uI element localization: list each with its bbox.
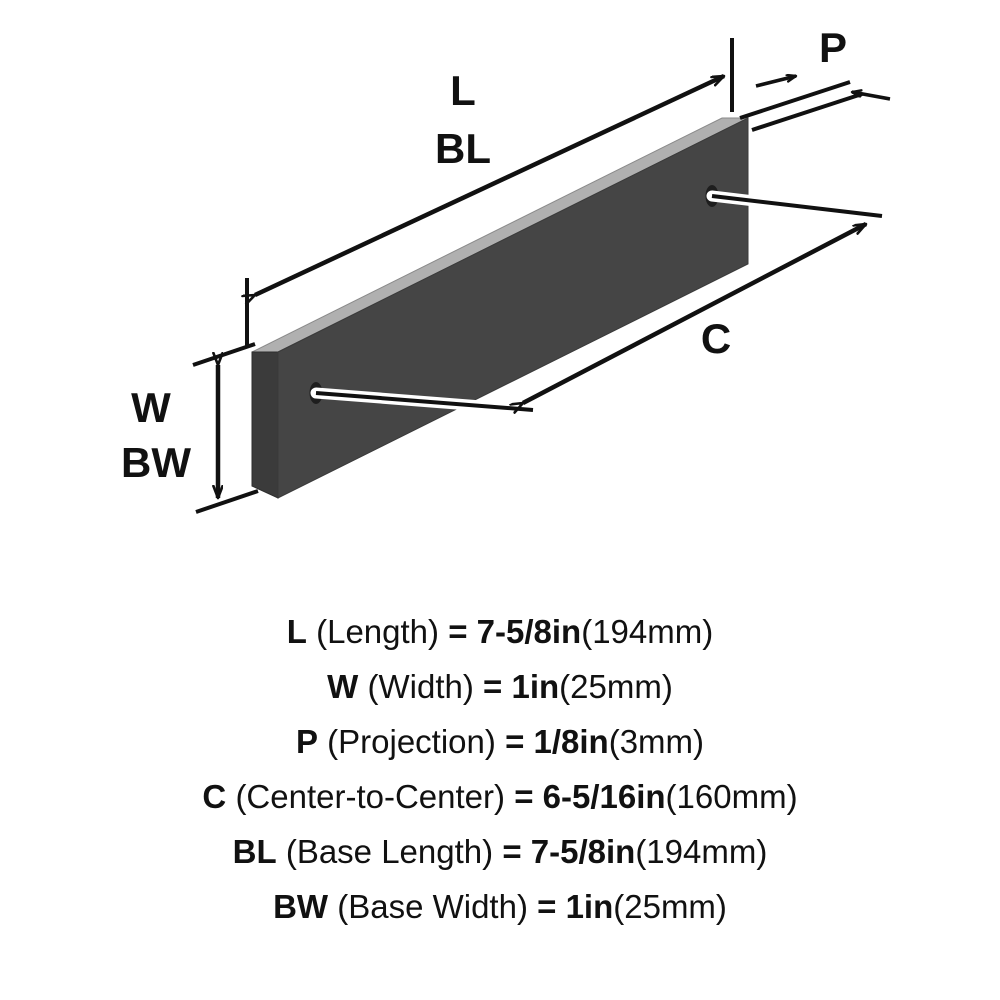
legend-name: (Length): [316, 613, 440, 650]
legend-row: P (Projection) = 1/8in(3mm): [0, 714, 1000, 769]
pull-bar-body: [251, 117, 749, 499]
legend-imperial: 1in: [565, 888, 614, 925]
center-leader-line-left: [315, 391, 534, 412]
legend-equals: =: [483, 668, 503, 705]
length-dimension: L BL: [247, 38, 734, 348]
bar-left-end-cap: [251, 351, 279, 499]
legend-metric: (194mm): [635, 833, 768, 870]
legend-metric: (160mm): [665, 778, 798, 815]
legend-metric: (194mm): [581, 613, 714, 650]
projection-guide-line-far: [751, 92, 863, 132]
label-P: P: [819, 24, 847, 71]
center-to-center-dimension: C: [310, 190, 888, 416]
projection-dimension: P: [739, 24, 891, 132]
legend-metric: (25mm): [559, 668, 673, 705]
length-dimension-arrow: [255, 73, 724, 295]
projection-guide-line-near: [739, 80, 851, 120]
legend-imperial: 1in: [511, 668, 560, 705]
legend-row: BL (Base Length) = 7-5/8in(194mm): [0, 824, 1000, 879]
projection-arrow-left: [755, 76, 796, 88]
legend-symbol: C: [202, 778, 227, 815]
dimension-legend: L (Length) = 7-5/8in(194mm) W (Width) = …: [0, 604, 1000, 1000]
width-dimension: W BW: [121, 342, 259, 514]
projection-arrow-right: [852, 92, 891, 101]
legend-name: (Width): [367, 668, 474, 705]
label-W: W: [131, 384, 171, 431]
legend-equals: =: [448, 613, 468, 650]
label-L: L: [450, 67, 476, 114]
legend-metric: (3mm): [608, 723, 705, 760]
legend-symbol: BL: [232, 833, 277, 870]
legend-symbol: L: [286, 613, 307, 650]
legend-imperial: 1/8in: [533, 723, 609, 760]
legend-symbol: BW: [273, 888, 329, 925]
legend-name: (Center-to-Center): [235, 778, 506, 815]
legend-imperial: 7-5/8in: [530, 833, 636, 870]
legend-metric: (25mm): [613, 888, 727, 925]
legend-name: (Base Length): [285, 833, 494, 870]
legend-equals: =: [514, 778, 534, 815]
width-extension-line-top: [192, 342, 256, 367]
legend-equals: =: [502, 833, 522, 870]
center-dimension-arrow: [523, 222, 866, 403]
legend-symbol: P: [295, 723, 318, 760]
legend-name: (Base Width): [337, 888, 528, 925]
width-extension-line-bottom: [195, 489, 259, 514]
legend-symbol: W: [327, 668, 359, 705]
legend-name: (Projection): [327, 723, 496, 760]
legend-row: L (Length) = 7-5/8in(194mm): [0, 604, 1000, 659]
legend-row: BW (Base Width) = 1in(25mm): [0, 879, 1000, 934]
legend-row: C (Center-to-Center) = 6-5/16in(160mm): [0, 769, 1000, 824]
label-BL: BL: [435, 125, 491, 172]
legend-imperial: 7-5/8in: [476, 613, 582, 650]
label-C: C: [701, 315, 731, 362]
legend-equals: =: [505, 723, 525, 760]
legend-imperial: 6-5/16in: [542, 778, 666, 815]
product-dimension-drawing: L BL P W BW: [121, 24, 891, 514]
legend-equals: =: [537, 888, 557, 925]
label-BW: BW: [121, 439, 191, 486]
legend-row: W (Width) = 1in(25mm): [0, 659, 1000, 714]
center-leader-line-right: [711, 194, 883, 218]
